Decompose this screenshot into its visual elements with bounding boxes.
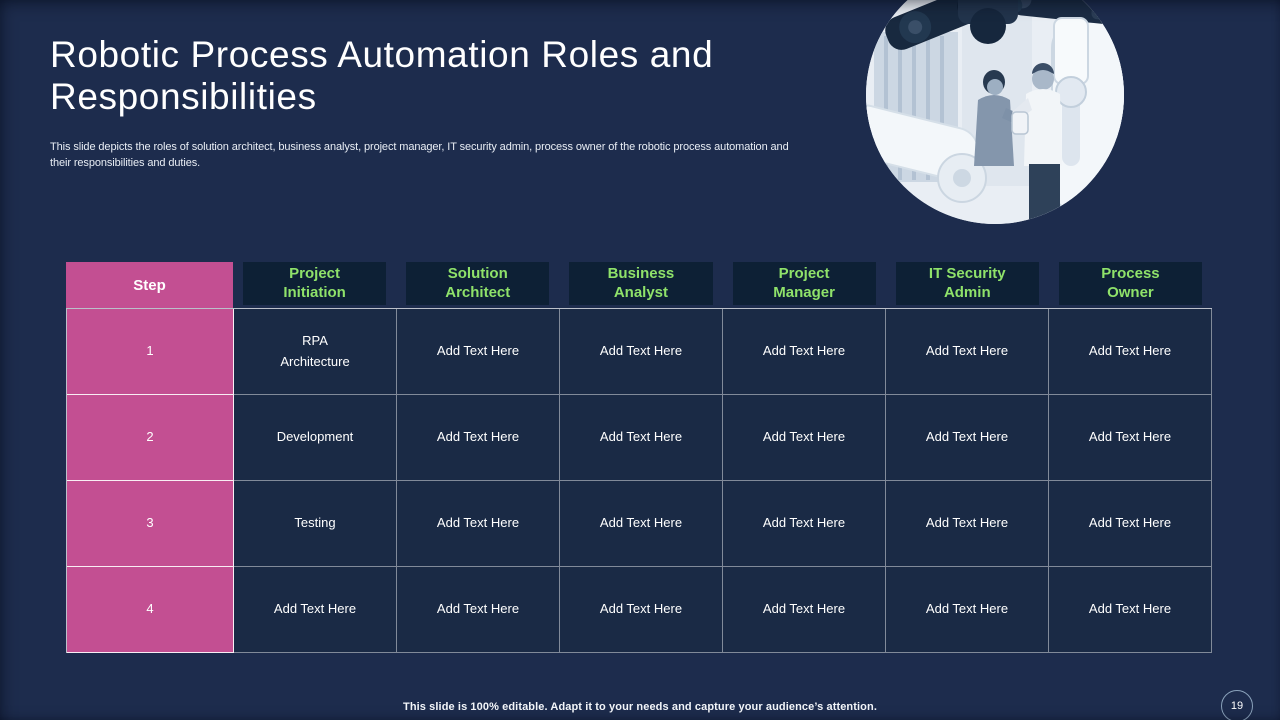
table-cell: Add Text Here (397, 567, 560, 653)
table-cell: Add Text Here (886, 567, 1049, 653)
column-header-business-analyst: Business Analyst (559, 262, 722, 308)
column-header-solution-architect: Solution Architect (396, 262, 559, 308)
page-number-badge: 19 (1221, 690, 1253, 720)
table-cell: Add Text Here (1049, 309, 1212, 395)
table-cell: Add Text Here (723, 395, 886, 481)
table-cell: Add Text Here (723, 567, 886, 653)
roles-table: Step Project Initiation Solution Archite… (66, 262, 1212, 653)
table-cell: Add Text Here (886, 481, 1049, 567)
table-cell: RPA Architecture (234, 309, 397, 395)
table-cell: Add Text Here (560, 567, 723, 653)
step-cell: 2 (67, 395, 234, 481)
column-header-it-security-admin: IT Security Admin (886, 262, 1049, 308)
step-cell: 3 (67, 481, 234, 567)
table-cell: Add Text Here (1049, 395, 1212, 481)
table-cell: Development (234, 395, 397, 481)
table-header-row: Step Project Initiation Solution Archite… (66, 262, 1212, 308)
table-cell: Add Text Here (886, 395, 1049, 481)
step-cell: 1 (67, 309, 234, 395)
slide-title: Robotic Process Automation Roles and Res… (50, 34, 714, 118)
column-header-project-manager: Project Manager (723, 262, 886, 308)
table-cell: Testing (234, 481, 397, 567)
table-cell: Add Text Here (560, 481, 723, 567)
table-cell: Add Text Here (560, 395, 723, 481)
slide-subtitle: This slide depicts the roles of solution… (50, 141, 789, 169)
column-header-process-owner: Process Owner (1049, 262, 1212, 308)
table-body: 1 RPA Architecture Add Text Here Add Tex… (66, 308, 1212, 653)
table-cell: Add Text Here (1049, 481, 1212, 567)
table-cell: Add Text Here (723, 481, 886, 567)
robotics-photo-illustration (866, 0, 1124, 224)
table-cell: Add Text Here (234, 567, 397, 653)
table-cell: Add Text Here (397, 309, 560, 395)
column-header-step: Step (66, 262, 233, 308)
editable-note: This slide is 100% editable. Adapt it to… (403, 701, 877, 713)
table-cell: Add Text Here (1049, 567, 1212, 653)
page-number: 19 (1230, 700, 1244, 712)
table-cell: Add Text Here (560, 309, 723, 395)
column-header-project-initiation: Project Initiation (233, 262, 396, 308)
table-cell: Add Text Here (397, 481, 560, 567)
table-cell: Add Text Here (723, 309, 886, 395)
table-cell: Add Text Here (886, 309, 1049, 395)
step-cell: 4 (67, 567, 234, 653)
hero-image (866, 0, 1124, 224)
table-cell: Add Text Here (397, 395, 560, 481)
